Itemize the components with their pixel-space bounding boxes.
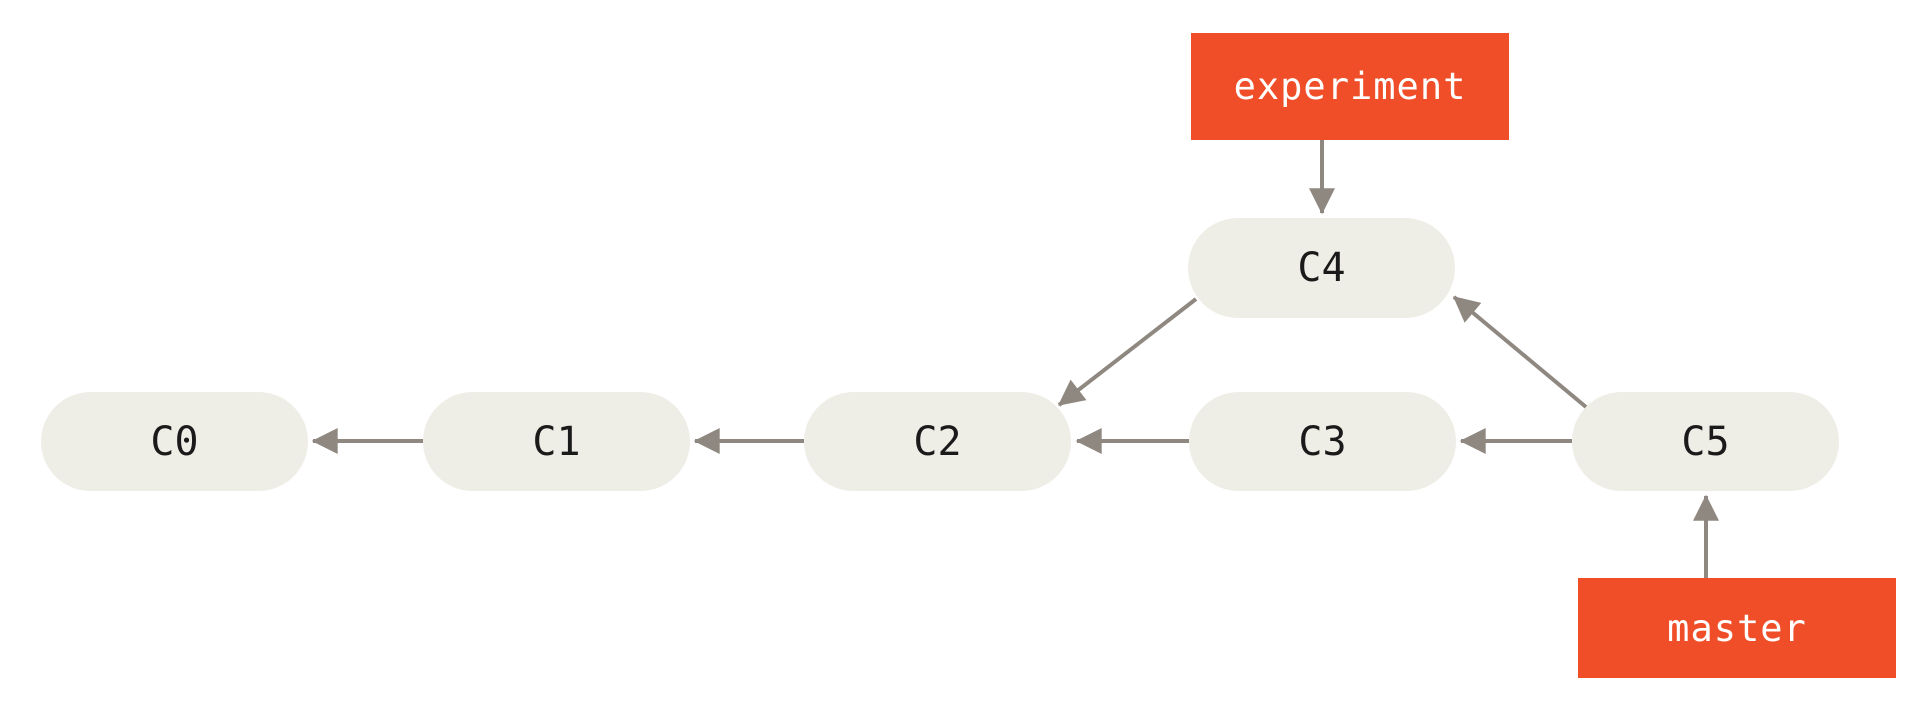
commit-label: C1 — [532, 418, 581, 465]
commit-node-c2: C2 — [804, 392, 1071, 491]
commit-node-c3: C3 — [1189, 392, 1456, 491]
branch-name: master — [1667, 606, 1807, 650]
commit-node-c0: C0 — [41, 392, 308, 491]
commit-label: C3 — [1298, 418, 1347, 465]
branch-label-experiment: experiment — [1191, 33, 1509, 140]
commit-node-c1: C1 — [423, 392, 690, 491]
edge-c5-to-c4 — [1452, 295, 1588, 409]
branch-label-master: master — [1578, 578, 1896, 678]
commit-node-c4: C4 — [1188, 218, 1455, 318]
commit-node-c5: C5 — [1572, 392, 1839, 491]
branch-name: experiment — [1233, 65, 1467, 108]
commit-label: C0 — [150, 418, 199, 465]
commit-label: C4 — [1297, 245, 1346, 291]
commit-label: C2 — [913, 418, 962, 465]
commit-label: C5 — [1681, 418, 1730, 465]
edge-c4-to-c2 — [1057, 297, 1198, 407]
